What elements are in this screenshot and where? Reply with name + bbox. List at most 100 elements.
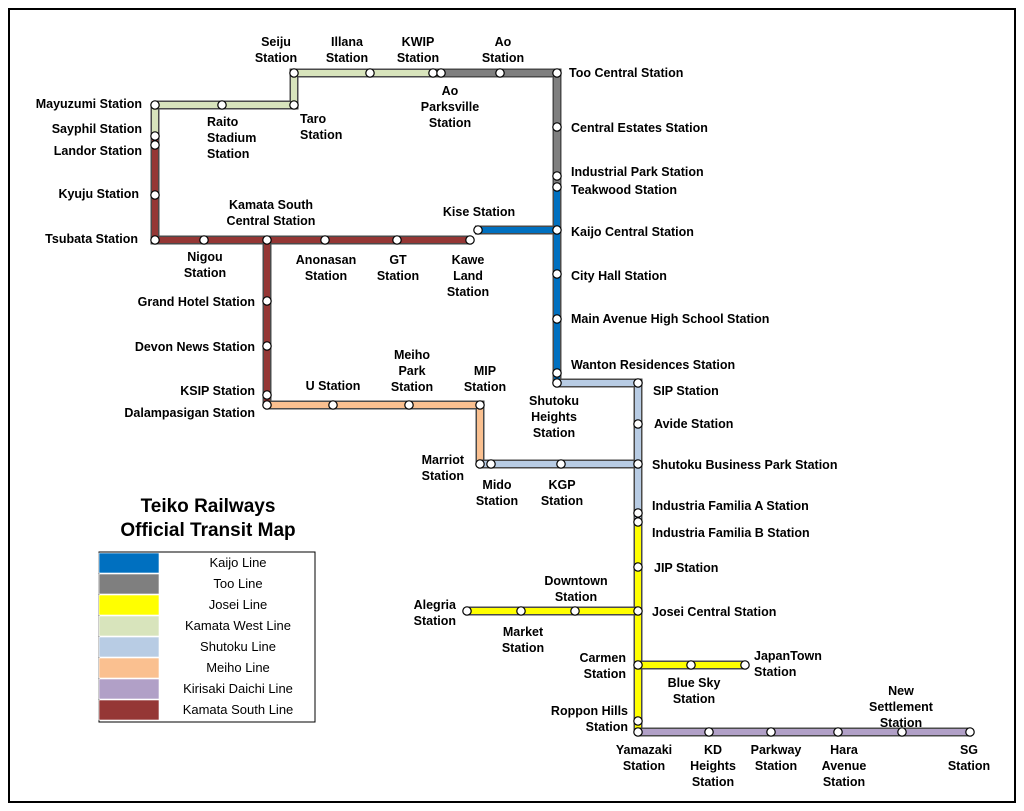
station-dot-alegria-station[interactable] [462, 606, 472, 616]
station-dot-josei-central-station[interactable] [633, 606, 643, 616]
station-dot-yamazaki-station[interactable] [633, 727, 643, 737]
station-dot-dalampasigan-station[interactable] [262, 400, 272, 410]
station-dot-kgp-station[interactable] [556, 459, 566, 469]
legend-swatch-kaijo [98, 552, 160, 574]
station-dot-industria-familia-a-station[interactable] [633, 508, 643, 518]
station-dot-devon-news-station[interactable] [262, 341, 272, 351]
station-dot-kamata-south-central-station[interactable] [262, 235, 272, 245]
station-dot-kaijo-central-station[interactable] [552, 225, 562, 235]
station-label-too-central-station: Too Central Station [569, 66, 683, 80]
legend-entry-too: Too Line [98, 573, 263, 595]
station-dot-illana-station[interactable] [365, 68, 375, 78]
station-dot-industrial-park-station[interactable] [552, 171, 562, 181]
station-dot-japantown-station[interactable] [740, 660, 750, 670]
station-dot-raito-stadium-station[interactable] [217, 100, 227, 110]
station-dot-ao-parksville-station[interactable] [436, 68, 446, 78]
station-dot-carmen-station[interactable] [633, 660, 643, 670]
station-label-kaijo-central-station: Kaijo Central Station [571, 225, 694, 239]
station-dot-kd-heights-station[interactable] [704, 727, 714, 737]
station-dot-new-settlement-station[interactable] [897, 727, 907, 737]
station-dot-grand-hotel-station[interactable] [262, 296, 272, 306]
station-dot-landor-station[interactable] [150, 140, 160, 150]
station-dot-sip-station[interactable] [633, 378, 643, 388]
legend-label-shutoku: Shutoku Line [200, 639, 276, 654]
legend-entry-kamata-west: Kamata West Line [98, 615, 291, 637]
station-dot-main-avenue-high-school-station[interactable] [552, 314, 562, 324]
station-dot-seiju-station[interactable] [289, 68, 299, 78]
station-label-industria-familia-a-station: Industria Familia A Station [652, 499, 809, 513]
station-dot-kwip-station[interactable] [428, 68, 438, 78]
station-dot-sg-station[interactable] [965, 727, 975, 737]
station-dot-kawe-land-station[interactable] [465, 235, 475, 245]
station-dot-mido-station[interactable] [486, 459, 496, 469]
legend: Kaijo Line Too Line Josei Line Kamata We… [98, 551, 316, 723]
station-label-sip-station: SIP Station [653, 384, 719, 398]
station-dot-ao-station[interactable] [495, 68, 505, 78]
station-dot-tsubata-station[interactable] [150, 235, 160, 245]
station-label-landor-station: Landor Station [54, 144, 142, 158]
station-dot-shutoku-heights-station[interactable] [552, 378, 562, 388]
station-dot-teakwood-station[interactable] [552, 182, 562, 192]
legend-entry-meiho: Meiho Line [98, 657, 270, 679]
station-dot-nigou-station[interactable] [199, 235, 209, 245]
station-dot-ksip-station[interactable] [262, 390, 272, 400]
station-label-kise-station: Kise Station [443, 205, 515, 219]
station-dot-sayphil-station[interactable] [150, 131, 160, 141]
station-dot-market-station[interactable] [516, 606, 526, 616]
station-dot-anonasan-station[interactable] [320, 235, 330, 245]
legend-label-too: Too Line [213, 576, 262, 591]
legend-entry-kamata-south: Kamata South Line [98, 699, 293, 721]
station-dot-gt-station[interactable] [392, 235, 402, 245]
station-dot-shutoku-business-park-station[interactable] [633, 459, 643, 469]
station-label-dalampasigan-station: Dalampasigan Station [124, 406, 255, 420]
station-label-shutoku-business-park-station: Shutoku Business Park Station [652, 458, 837, 472]
station-dot-wanton-residences-station[interactable] [552, 368, 562, 378]
station-dot-industria-familia-b-station[interactable] [633, 517, 643, 527]
station-dot-city-hall-station[interactable] [552, 269, 562, 279]
station-label-kyuju-station: Kyuju Station [58, 187, 139, 201]
station-dot-taro-station[interactable] [289, 100, 299, 110]
station-dot-kise-station[interactable] [473, 225, 483, 235]
station-dot-central-estates-station[interactable] [552, 122, 562, 132]
legend-label-kaijo: Kaijo Line [209, 555, 266, 570]
station-dot-avide-station[interactable] [633, 419, 643, 429]
station-dot-mip-station[interactable] [475, 400, 485, 410]
station-dot-u-station[interactable] [328, 400, 338, 410]
station-dot-hara-avenue-station[interactable] [833, 727, 843, 737]
station-label-mayuzumi-station: Mayuzumi Station [36, 97, 142, 111]
legend-label-meiho: Meiho Line [206, 660, 270, 675]
legend-swatch-josei [98, 594, 160, 616]
station-dot-too-central-station[interactable] [552, 68, 562, 78]
legend-entry-josei: Josei Line [98, 594, 268, 616]
legend-swatch-meiho [98, 657, 160, 679]
station-dot-jip-station[interactable] [633, 562, 643, 572]
station-dot-mayuzumi-station[interactable] [150, 100, 160, 110]
station-dot-kyuju-station[interactable] [150, 190, 160, 200]
map-title-line-2: Official Transit Map [120, 520, 295, 541]
legend-swatch-kirisaki-daichi [98, 678, 160, 700]
station-dot-meiho-park-station[interactable] [404, 400, 414, 410]
station-dot-blue-sky-station[interactable] [686, 660, 696, 670]
station-label-central-estates-station: Central Estates Station [571, 121, 708, 135]
station-dot-downtown-station[interactable] [570, 606, 580, 616]
legend-label-kirisaki-daichi: Kirisaki Daichi Line [183, 681, 293, 696]
station-dot-marriot-station[interactable] [475, 459, 485, 469]
station-dot-parkway-station[interactable] [766, 727, 776, 737]
station-dot-roppon-hills-station[interactable] [633, 716, 643, 726]
legend-label-josei: Josei Line [209, 597, 268, 612]
